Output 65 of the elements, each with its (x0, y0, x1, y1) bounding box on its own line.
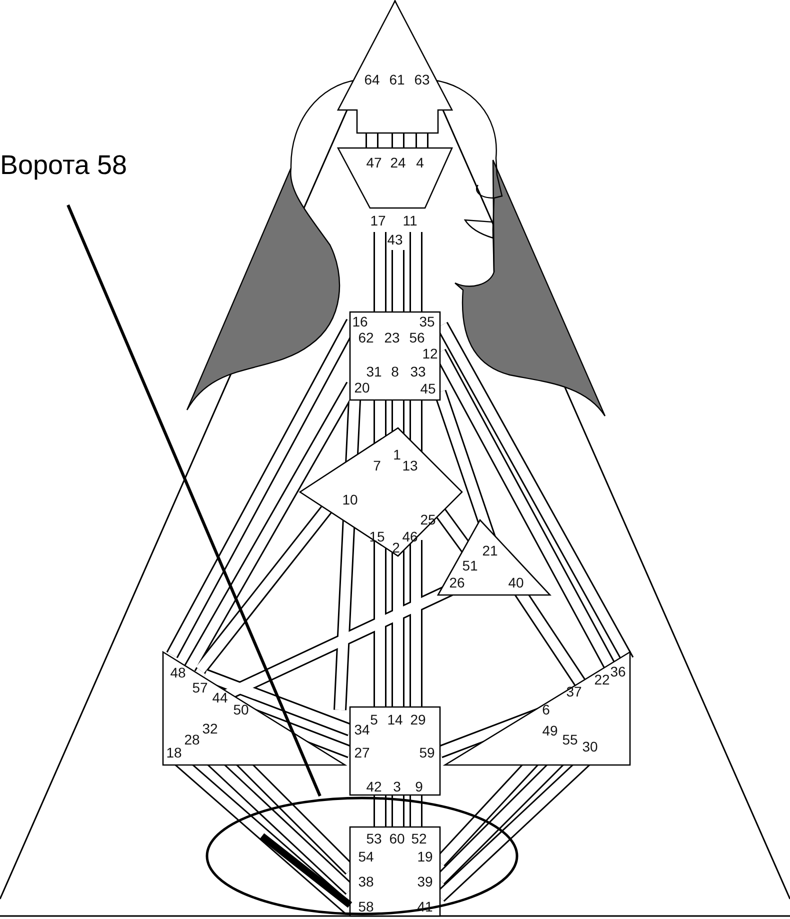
gate-number: 26 (449, 576, 465, 590)
gate-number: 46 (402, 530, 418, 544)
gate-number: 23 (384, 330, 400, 346)
gate-number: 7 (373, 458, 381, 474)
callout-text: Ворота 58 (0, 150, 128, 181)
gate-number: 32 (202, 722, 218, 736)
gate-number: 9 (415, 780, 423, 794)
gate-number: 2 (392, 540, 400, 556)
gate-number: 22 (594, 672, 610, 688)
gate-number: 20 (354, 380, 370, 396)
gate-number: 29 (410, 712, 426, 728)
gate-number: 44 (212, 690, 228, 706)
gate-number: 37 (566, 684, 582, 700)
gate-number: 60 (389, 832, 405, 846)
gate-number: 14 (387, 712, 403, 728)
gate-number: 3 (393, 780, 401, 794)
gate-number: 51 (462, 558, 478, 574)
gate-number: 49 (542, 724, 558, 738)
gate-number: 13 (402, 458, 418, 474)
gate-number: 21 (482, 544, 498, 558)
gate-number: 5 (370, 712, 378, 728)
gate-number: 28 (184, 732, 200, 748)
gate-number: 61 (389, 72, 405, 88)
gate-number: 4 (416, 156, 424, 170)
gate-number: 36 (610, 664, 626, 680)
gate-number: 53 (366, 832, 382, 846)
gate-number: 17 (370, 214, 386, 228)
gate-number: 54 (358, 850, 374, 864)
gate-number: 43 (387, 232, 403, 248)
gate-number: 15 (369, 530, 385, 544)
gate-number: 33 (410, 364, 426, 380)
gate-number: 25 (420, 512, 436, 528)
gate-number: 31 (366, 364, 382, 380)
gate-number: 50 (233, 702, 249, 718)
gate-number: 55 (562, 732, 578, 748)
gate-number: 8 (391, 364, 399, 380)
gate-number: 38 (358, 874, 374, 890)
gate-number: 56 (409, 330, 425, 346)
gate-number: 58 (358, 900, 374, 914)
gate-number: 19 (417, 850, 433, 864)
gate-number: 10 (342, 492, 358, 508)
gate-number: 62 (358, 330, 374, 346)
leader-line (66, 204, 322, 797)
gate-number: 39 (417, 874, 433, 890)
gate-number: 11 (402, 214, 418, 228)
gate-number: 35 (419, 314, 435, 330)
gate-number: 1 (393, 448, 401, 462)
gate-number: 42 (366, 780, 382, 794)
gate-number: 45 (420, 382, 436, 396)
gate-number: 34 (354, 722, 370, 738)
gate-number: 27 (354, 746, 370, 760)
gate-number: 64 (364, 72, 380, 88)
gate-number: 48 (170, 666, 186, 680)
gate-number: 47 (366, 156, 382, 170)
gate-number: 63 (414, 72, 430, 88)
gate-number: 6 (542, 702, 550, 718)
gate-number: 16 (352, 314, 368, 330)
gate-number: 40 (508, 576, 524, 590)
gate-number: 59 (419, 746, 435, 760)
gate-number: 57 (192, 680, 208, 696)
gate-number: 24 (390, 156, 406, 170)
gate-number: 18 (166, 746, 182, 760)
gate-number: 30 (582, 740, 598, 754)
gate-number: 52 (411, 832, 427, 846)
gate-number: 12 (422, 346, 438, 362)
